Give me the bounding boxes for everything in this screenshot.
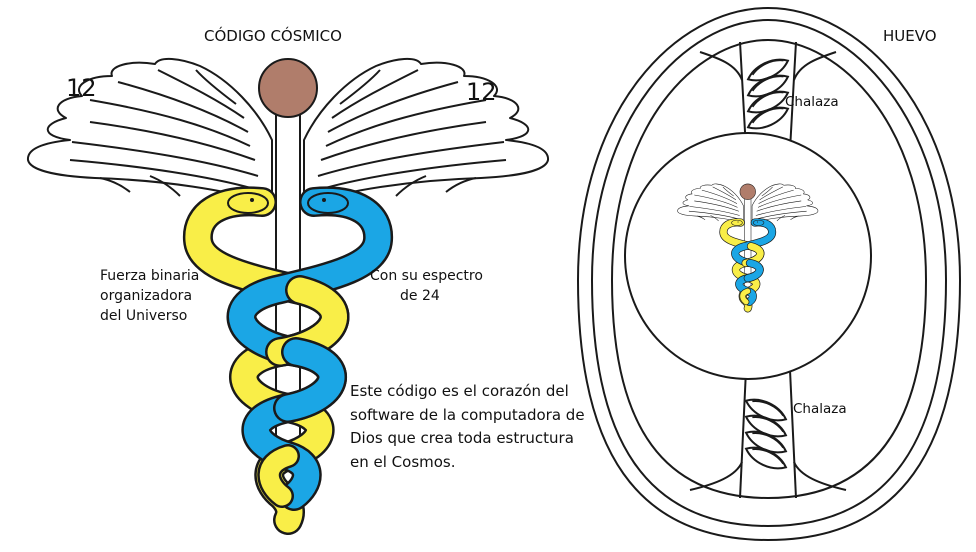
chalaza-bottom-label: Chalaza <box>793 401 847 417</box>
spectrum-line-2: de 24 <box>400 288 440 304</box>
binary-force-line-3: del Universo <box>100 308 188 324</box>
chalaza-bottom-cord <box>741 392 791 476</box>
binary-force-line-1: Fuerza binaria <box>100 268 200 284</box>
paragraph-line-2: software de la computadora de <box>350 405 585 424</box>
egg-shell-outer <box>576 6 962 542</box>
paragraph-line-1: Este código es el corazón del <box>350 382 569 400</box>
paragraph-line-3: Dios que crea toda estructura <box>350 429 574 447</box>
binary-force-label: Fuerza binaria organizadora del Universo <box>100 266 199 326</box>
chalaza-top-label: Chalaza <box>785 94 839 110</box>
title-codigo-cosmico: CÓDIGO CÓSMICO <box>204 27 342 45</box>
description-paragraph: Este código es el corazón del software d… <box>350 380 585 474</box>
left-wing-number: 12 <box>66 74 97 102</box>
binary-force-line-2: organizadora <box>100 288 193 304</box>
title-huevo: HUEVO <box>883 27 937 45</box>
egg-albumen-outline <box>610 38 928 500</box>
spectrum-label: Con su espectro de 24 <box>370 266 483 306</box>
paragraph-line-4: en el Cosmos. <box>350 452 456 471</box>
egg-shell-inner <box>590 18 948 528</box>
spectrum-line-1: Con su espectro <box>370 268 483 284</box>
right-wing-number: 12 <box>466 78 497 106</box>
